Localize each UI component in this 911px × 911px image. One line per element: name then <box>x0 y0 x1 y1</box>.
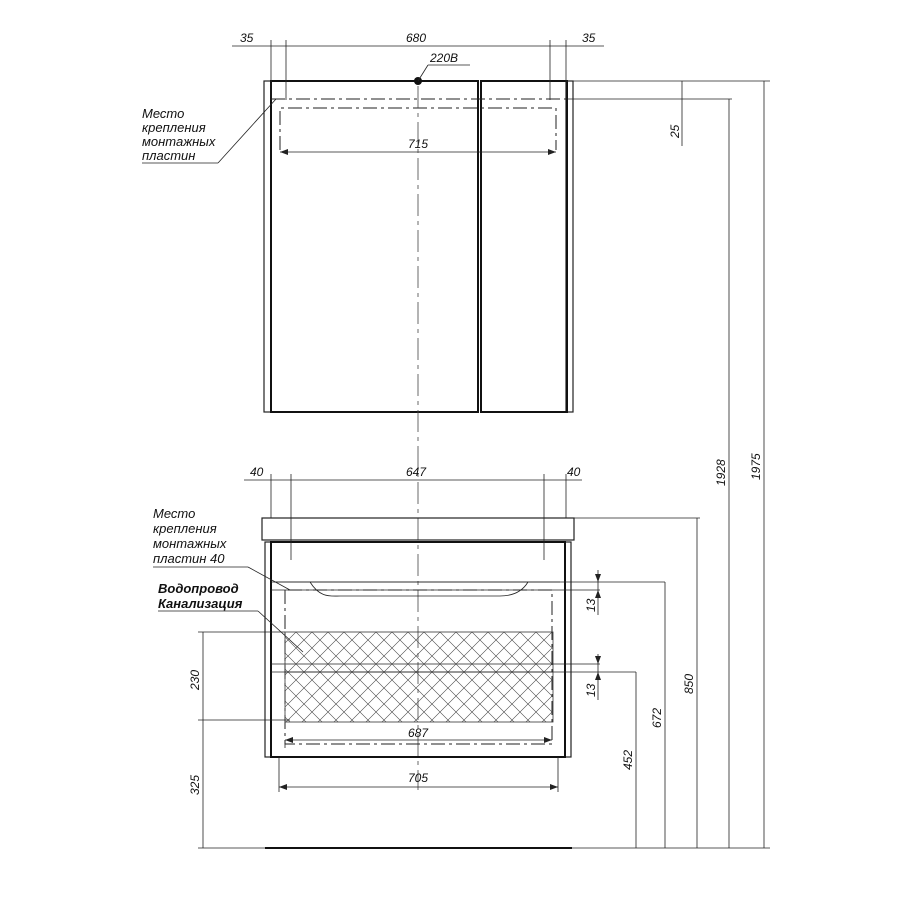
washbasin-top <box>261 517 575 541</box>
callout-mount-top-line4: пластин <box>142 148 195 163</box>
dim-upper-width: 680 <box>406 31 426 45</box>
basin-outline <box>309 581 529 597</box>
dim-lower-inner-width: 687 <box>408 726 429 740</box>
dim-lower-bottom-width: 705 <box>408 771 428 785</box>
callout-mount-top: Место крепления монтажных пластин <box>142 98 277 164</box>
dim-upper-side-right: 35 <box>582 31 596 45</box>
upper-cabinet: 220В 35 680 35 715 25 <box>232 31 770 413</box>
dim-height-325: 325 <box>188 775 202 795</box>
dim-height-1928: 1928 <box>714 459 728 486</box>
upper-right-door <box>480 80 568 413</box>
lower-cabinet-body <box>270 541 566 758</box>
dim-lower-width: 647 <box>406 465 427 479</box>
dim-height-1975: 1975 <box>749 453 763 480</box>
dim-lower-side-right: 40 <box>567 465 581 479</box>
height-dimensions: 230 325 452 672 850 1928 1975 <box>188 81 765 848</box>
callout-pipes-line1: Водопровод <box>158 581 239 596</box>
callout-mount-bottom-line1: Место <box>153 506 195 521</box>
dim-upper-top-offset: 25 <box>668 124 682 139</box>
dim-drawer-gap-top: 13 <box>584 598 598 612</box>
dim-lower-side-left: 40 <box>250 465 264 479</box>
dim-height-672: 672 <box>650 708 664 728</box>
callout-mount-top-line1: Место <box>142 106 184 121</box>
callout-mount-bottom-line4: пластин 40 <box>153 551 225 566</box>
callout-pipes-line2: Канализация <box>158 596 243 611</box>
callout-mount-top-line2: крепления <box>142 120 206 135</box>
callout-pipes: Водопровод Канализация <box>158 581 304 653</box>
callout-mount-bottom: Место крепления монтажных пластин 40 <box>153 506 291 591</box>
upper-left-door <box>270 80 479 413</box>
pipe-zone-hatch <box>284 631 554 723</box>
upper-left-side-panel <box>263 80 272 413</box>
dim-drawer-gap-mid: 13 <box>584 683 598 697</box>
dim-height-452: 452 <box>621 750 635 770</box>
callout-mount-bottom-line2: крепления <box>153 521 217 536</box>
dim-upper-side-left: 35 <box>240 31 254 45</box>
callout-mount-top-line3: монтажных <box>142 134 216 149</box>
power-label: 220В <box>429 51 458 65</box>
callout-mount-bottom-line3: монтажных <box>153 536 227 551</box>
lower-vanity: 40 647 40 687 705 13 13 <box>244 465 700 792</box>
dim-height-230: 230 <box>188 670 202 691</box>
dim-height-850: 850 <box>682 674 696 694</box>
